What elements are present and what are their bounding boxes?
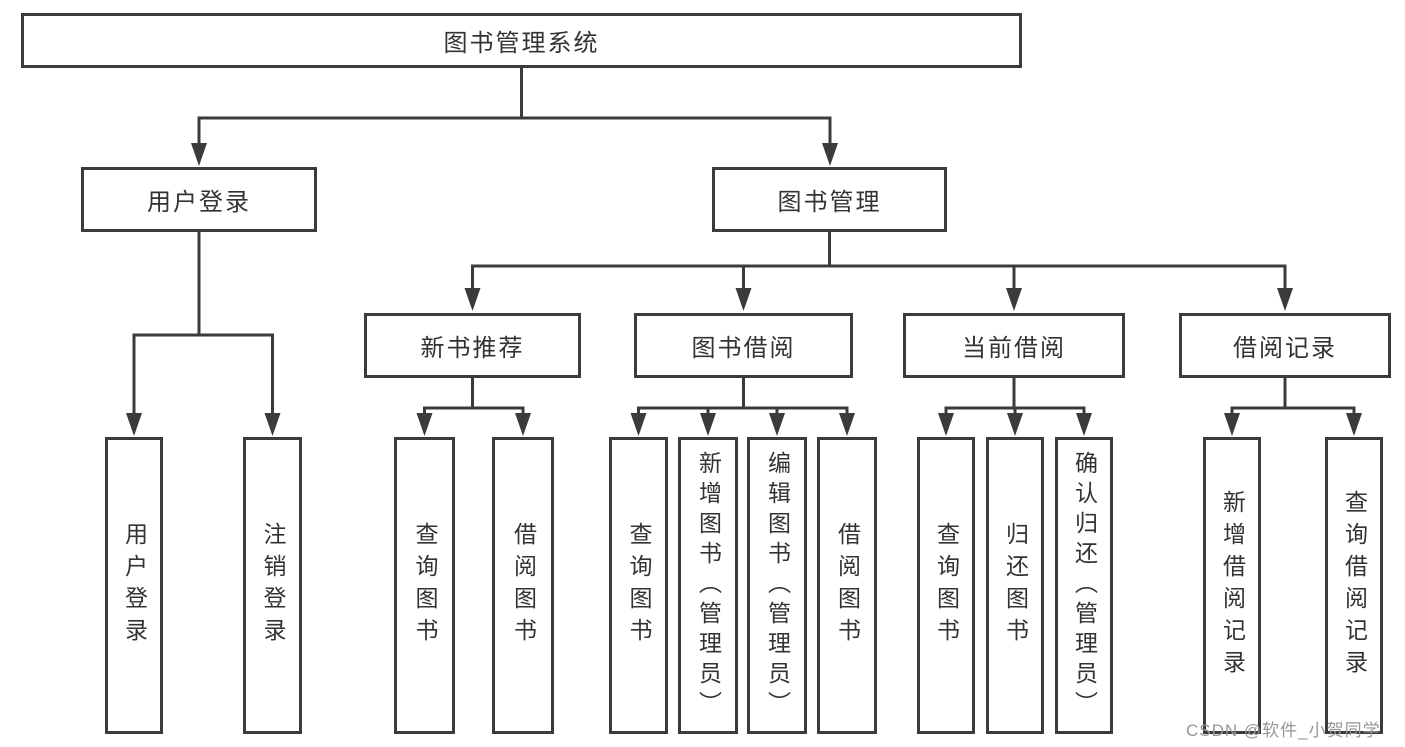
node-borrowing-records: 借阅记录 <box>1179 313 1391 378</box>
leaf-borrowing-add-books-admin-label: 新增图书（管理员） <box>695 450 722 721</box>
leaf-borrowing-borrow-books-label: 借阅图书 <box>834 521 861 650</box>
leaf-user-login: 用户登录 <box>105 437 163 734</box>
node-new-book-recommend: 新书推荐 <box>364 313 581 378</box>
arrowheads <box>126 143 1362 436</box>
leaf-records-query-record-label: 查询借阅记录 <box>1341 489 1368 682</box>
node-book-borrowing-label: 图书借阅 <box>691 335 796 362</box>
leaf-borrowing-add-books-admin: 新增图书（管理员） <box>678 437 738 734</box>
leaf-recommend-query-books-label: 查询图书 <box>412 521 438 650</box>
leaf-borrowing-edit-books-admin-label: 编辑图书（管理员） <box>764 450 791 721</box>
leaf-recommend-borrow-books-label: 借阅图书 <box>510 521 537 650</box>
leaf-current-query-books-label: 查询图书 <box>933 521 960 650</box>
leaf-current-return-books-label: 归还图书 <box>1002 521 1029 650</box>
node-borrowing-records-label: 借阅记录 <box>1233 335 1337 362</box>
leaf-records-query-record: 查询借阅记录 <box>1325 437 1383 734</box>
node-new-book-recommend-label: 新书推荐 <box>420 335 525 362</box>
node-current-borrowing-label: 当前借阅 <box>962 335 1066 362</box>
leaf-records-add-record-label: 新增借阅记录 <box>1219 489 1246 682</box>
leaf-current-confirm-return-admin-label: 确认归还（管理员） <box>1071 450 1098 721</box>
node-library-management-system: 图书管理系统 <box>21 13 1022 68</box>
leaf-recommend-borrow-books: 借阅图书 <box>492 437 554 734</box>
leaf-current-confirm-return-admin: 确认归还（管理员） <box>1055 437 1113 734</box>
leaf-logout: 注销登录 <box>243 437 302 734</box>
node-current-borrowing: 当前借阅 <box>903 313 1125 378</box>
leaf-borrowing-query-books: 查询图书 <box>609 437 668 734</box>
node-user-login-label: 用户登录 <box>147 189 251 216</box>
leaf-logout-label: 注销登录 <box>260 521 286 650</box>
watermark: CSDN @软件_小贺同学 <box>1186 721 1381 740</box>
leaf-borrowing-borrow-books: 借阅图书 <box>817 437 877 734</box>
node-book-management-label: 图书管理 <box>777 189 882 216</box>
leaf-user-login-label: 用户登录 <box>121 521 148 650</box>
node-book-borrowing: 图书借阅 <box>634 313 853 378</box>
node-book-management: 图书管理 <box>712 167 947 232</box>
node-library-management-system-label: 图书管理系统 <box>443 30 600 57</box>
leaf-recommend-query-books: 查询图书 <box>394 437 455 734</box>
leaf-current-return-books: 归还图书 <box>986 437 1044 734</box>
leaf-records-add-record: 新增借阅记录 <box>1203 437 1261 734</box>
leaf-borrowing-query-books-label: 查询图书 <box>626 521 652 650</box>
leaf-borrowing-edit-books-admin: 编辑图书（管理员） <box>747 437 807 734</box>
leaf-current-query-books: 查询图书 <box>917 437 975 734</box>
node-user-login: 用户登录 <box>81 167 317 232</box>
